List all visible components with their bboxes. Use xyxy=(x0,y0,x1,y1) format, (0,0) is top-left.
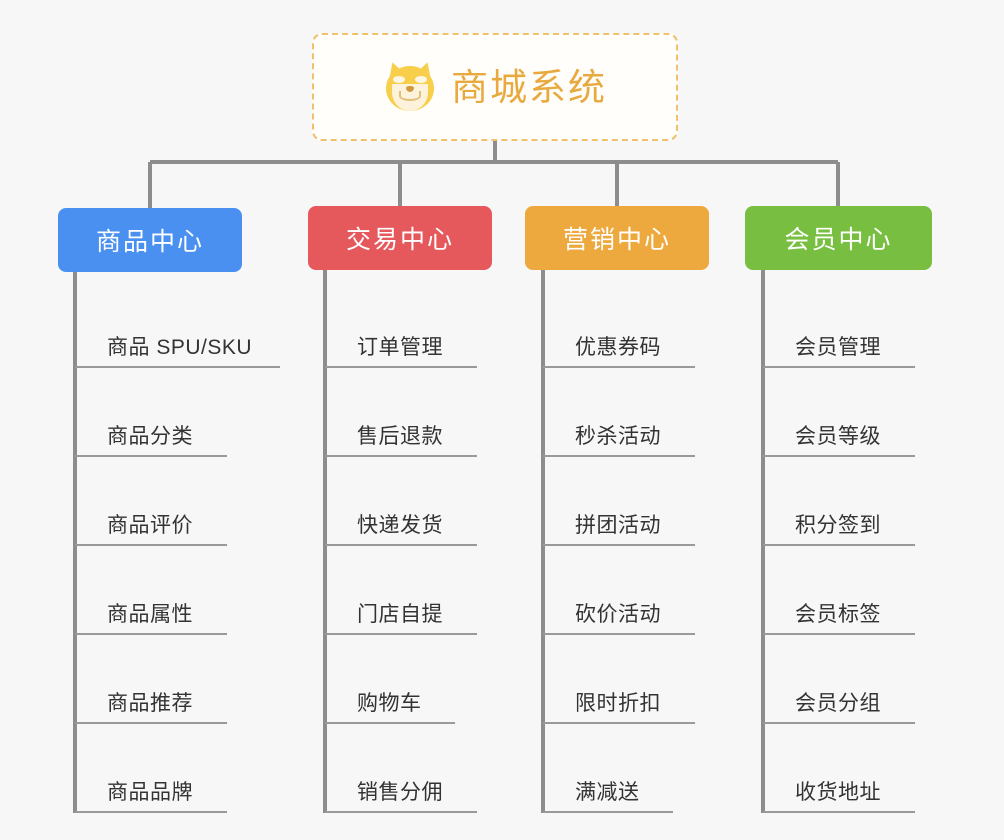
category-header-trade-center[interactable]: 交易中心 xyxy=(308,206,492,270)
leaf-underline xyxy=(75,366,280,368)
leaf-list-marketing-center: 优惠券码秒杀活动拼团活动砍价活动限时折扣满减送 xyxy=(543,279,695,813)
leaf-underline xyxy=(325,633,477,635)
leaf-underline xyxy=(325,455,477,457)
leaf-label: 商品分类 xyxy=(107,425,193,448)
leaf-underline xyxy=(763,633,915,635)
leaf-underline xyxy=(543,722,695,724)
leaf-label: 积分签到 xyxy=(795,514,881,537)
leaf-underline xyxy=(763,455,915,457)
leaf-item[interactable]: 满减送 xyxy=(543,724,673,813)
leaf-item[interactable]: 售后退款 xyxy=(325,368,477,457)
leaf-item[interactable]: 会员管理 xyxy=(763,279,915,368)
leaf-underline xyxy=(763,722,915,724)
leaf-item[interactable]: 优惠券码 xyxy=(543,279,695,368)
leaf-underline xyxy=(763,544,915,546)
leaf-list-product-center: 商品 SPU/SKU 商品分类商品评价商品属性商品推荐商品品牌 xyxy=(75,279,280,813)
leaf-underline xyxy=(543,633,695,635)
leaf-item[interactable]: 限时折扣 xyxy=(543,635,695,724)
leaf-underline xyxy=(543,811,673,813)
leaf-underline xyxy=(75,722,227,724)
leaf-label: 商品评价 xyxy=(107,514,193,537)
leaf-label: 会员等级 xyxy=(795,425,881,448)
category-header-marketing-center[interactable]: 营销中心 xyxy=(525,206,709,270)
leaf-underline xyxy=(325,544,477,546)
leaf-item[interactable]: 收货地址 xyxy=(763,724,915,813)
leaf-list-member-center: 会员管理会员等级积分签到会员标签会员分组收货地址 xyxy=(763,279,915,813)
leaf-underline xyxy=(543,544,695,546)
leaf-underline xyxy=(75,544,227,546)
category-header-member-center[interactable]: 会员中心 xyxy=(745,206,932,270)
category-header-product-center[interactable]: 商品中心 xyxy=(58,208,242,272)
leaf-label: 拼团活动 xyxy=(575,514,661,537)
leaf-label: 限时折扣 xyxy=(575,692,661,715)
leaf-item[interactable]: 拼团活动 xyxy=(543,457,695,546)
leaf-item[interactable]: 会员等级 xyxy=(763,368,915,457)
leaf-label: 门店自提 xyxy=(357,603,443,626)
leaf-item[interactable]: 商品推荐 xyxy=(75,635,252,724)
leaf-item[interactable]: 商品 SPU/SKU xyxy=(75,279,280,368)
leaf-label: 商品推荐 xyxy=(107,692,193,715)
leaf-label: 购物车 xyxy=(357,692,422,715)
leaf-underline xyxy=(75,455,227,457)
leaf-label: 售后退款 xyxy=(357,425,443,448)
root-title: 商城系统 xyxy=(451,66,607,108)
leaf-underline xyxy=(763,811,915,813)
leaf-label: 快递发货 xyxy=(357,514,443,537)
leaf-underline xyxy=(763,366,915,368)
leaf-item[interactable]: 积分签到 xyxy=(763,457,915,546)
leaf-underline xyxy=(75,811,227,813)
leaf-underline xyxy=(543,455,695,457)
leaf-list-trade-center: 订单管理售后退款快递发货门店自提购物车销售分佣 xyxy=(325,279,477,813)
leaf-label: 商品品牌 xyxy=(107,781,193,804)
leaf-label: 销售分佣 xyxy=(357,781,443,804)
leaf-item[interactable]: 秒杀活动 xyxy=(543,368,695,457)
leaf-label: 会员分组 xyxy=(795,692,881,715)
leaf-underline xyxy=(543,366,695,368)
leaf-item[interactable]: 商品属性 xyxy=(75,546,252,635)
leaf-label: 满减送 xyxy=(575,781,640,804)
leaf-label: 秒杀活动 xyxy=(575,425,661,448)
leaf-item[interactable]: 门店自提 xyxy=(325,546,477,635)
leaf-label: 会员管理 xyxy=(795,336,881,359)
leaf-item[interactable]: 会员分组 xyxy=(763,635,915,724)
leaf-item[interactable]: 商品分类 xyxy=(75,368,252,457)
leaf-label: 优惠券码 xyxy=(575,336,661,359)
leaf-label: 会员标签 xyxy=(795,603,881,626)
leaf-underline xyxy=(325,722,455,724)
leaf-item[interactable]: 购物车 xyxy=(325,635,455,724)
leaf-label: 砍价活动 xyxy=(575,603,661,626)
leaf-label: 商品属性 xyxy=(107,603,193,626)
leaf-underline xyxy=(75,633,227,635)
leaf-item[interactable]: 会员标签 xyxy=(763,546,915,635)
leaf-item[interactable]: 商品品牌 xyxy=(75,724,252,813)
leaf-item[interactable]: 商品评价 xyxy=(75,457,252,546)
leaf-item[interactable]: 销售分佣 xyxy=(325,724,477,813)
leaf-underline xyxy=(325,366,477,368)
leaf-underline xyxy=(325,811,477,813)
leaf-label: 商品 SPU/SKU xyxy=(107,336,253,359)
dog-face-icon xyxy=(383,59,437,114)
root-node[interactable]: 商城系统 xyxy=(312,33,678,141)
leaf-label: 收货地址 xyxy=(795,781,881,804)
leaf-item[interactable]: 订单管理 xyxy=(325,279,477,368)
leaf-label: 订单管理 xyxy=(357,336,443,359)
leaf-item[interactable]: 砍价活动 xyxy=(543,546,695,635)
leaf-item[interactable]: 快递发货 xyxy=(325,457,477,546)
